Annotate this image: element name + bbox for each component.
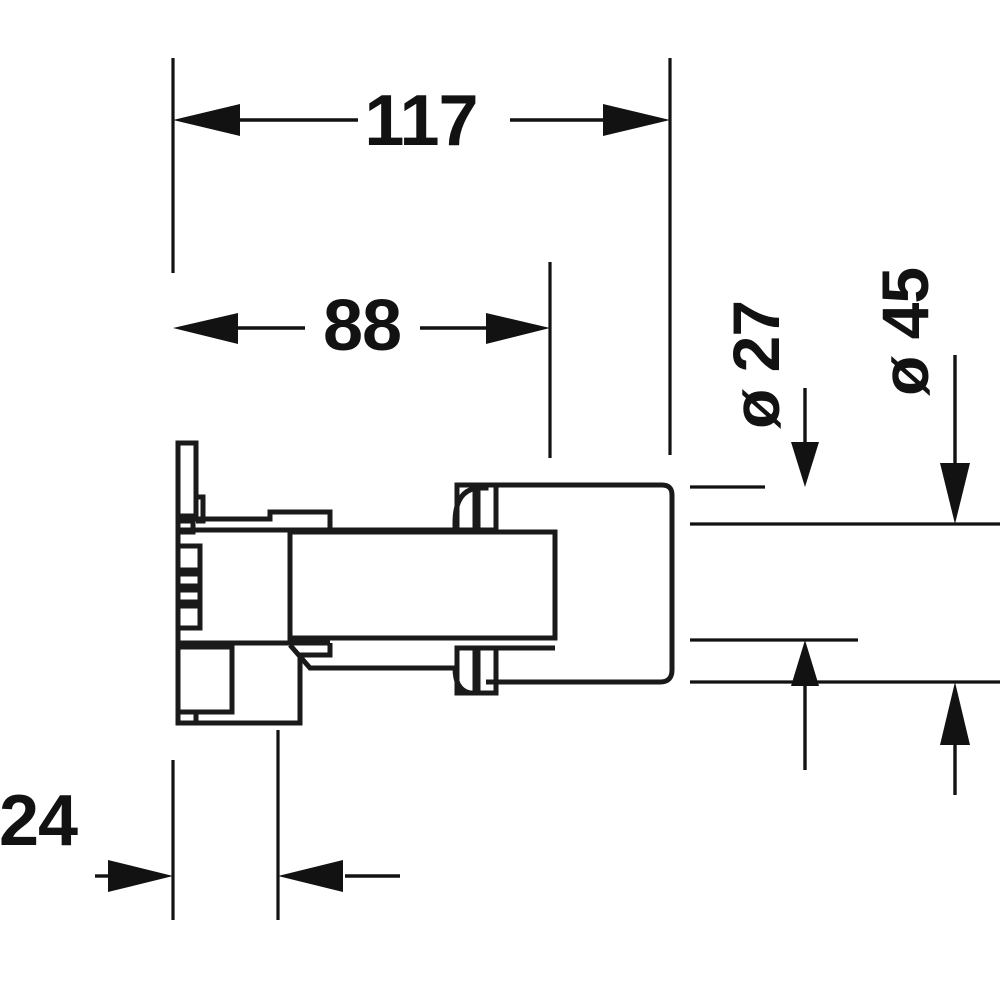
arrow-dia45-up xyxy=(940,682,970,745)
extension-lines-group xyxy=(171,58,1000,920)
dim-label-88: 88 xyxy=(323,286,401,366)
dimension-dia45-group: ø 45 xyxy=(868,268,970,795)
part-serration-4 xyxy=(175,603,203,631)
part-stem-upper-profile xyxy=(327,485,489,533)
part-serration-3 xyxy=(175,587,203,605)
part-lower-left-box xyxy=(175,644,235,715)
arrow-dia27-down xyxy=(791,442,819,487)
part-body-top-edge xyxy=(486,482,675,685)
part-bottom-foot xyxy=(175,709,199,726)
arrow-117-left xyxy=(173,104,240,136)
part-left-small-square xyxy=(175,518,196,535)
part-cross-section xyxy=(175,440,675,726)
part-lower-collar xyxy=(475,645,499,696)
dim-label-dia45: ø 45 xyxy=(868,268,942,396)
dimension-88-group: 88 xyxy=(173,286,550,366)
arrow-24-left xyxy=(108,860,173,892)
dimension-dia27-group: ø 27 xyxy=(719,301,819,770)
arrow-117-right xyxy=(603,104,670,136)
arrow-dia27-up xyxy=(791,640,819,686)
arrow-88-right xyxy=(486,313,550,344)
part-serration-1 xyxy=(175,543,203,573)
part-lower-rib xyxy=(454,645,478,696)
dim-label-24: 24 xyxy=(0,781,78,861)
part-stem-lower-profile xyxy=(297,643,333,712)
arrow-88-left xyxy=(173,313,238,344)
part-upper-collar xyxy=(475,482,499,533)
arrow-24-right xyxy=(278,860,343,892)
dim-label-117: 117 xyxy=(364,81,477,161)
arrow-dia45-down xyxy=(940,463,970,524)
dimension-24-group: 24 xyxy=(0,781,400,892)
part-top-tab xyxy=(175,440,199,519)
part-inner-chamber-top xyxy=(290,529,558,641)
part-serration-2 xyxy=(175,571,203,589)
dim-label-dia27: ø 27 xyxy=(719,301,793,429)
dimension-117-group: 117 xyxy=(173,81,670,161)
